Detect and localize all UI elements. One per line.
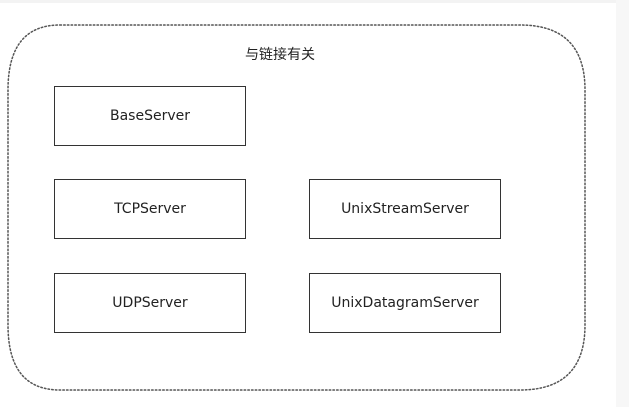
node-unix-datagram-server: UnixDatagramServer [309, 273, 501, 333]
top-border-strip [0, 0, 629, 3]
group-boundary-dotted-outline [7, 24, 586, 391]
node-udp-server: UDPServer [54, 273, 246, 333]
group-title: 与链接有关 [245, 47, 315, 63]
node-unix-stream-server: UnixStreamServer [309, 179, 501, 239]
node-base-server: BaseServer [54, 86, 246, 146]
right-border-strip [616, 0, 629, 407]
node-tcp-server: TCPServer [54, 179, 246, 239]
